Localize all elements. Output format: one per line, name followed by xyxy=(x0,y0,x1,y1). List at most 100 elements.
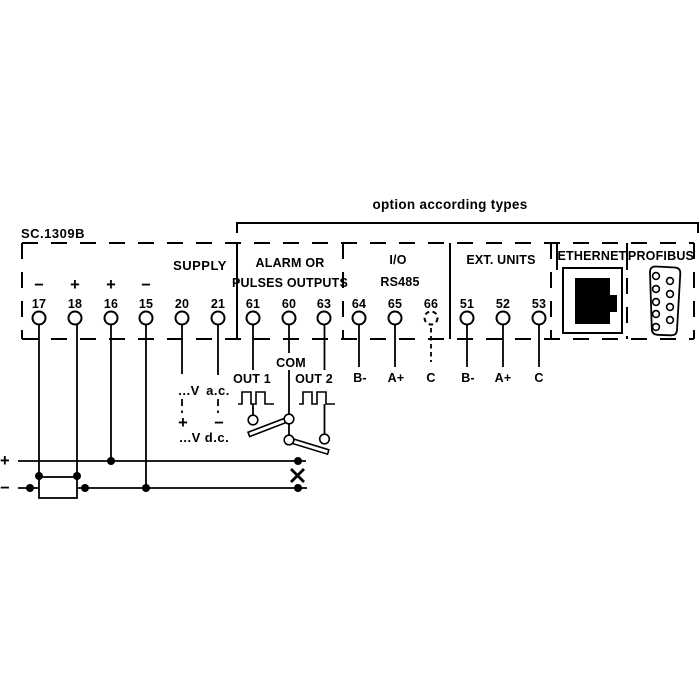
terminal-65-number: 65 xyxy=(388,297,402,311)
ext-bminus-label: B- xyxy=(461,371,475,385)
terminal-16-sign: + xyxy=(106,276,116,294)
terminal-15-sign: − xyxy=(141,276,151,294)
out1-label: OUT 1 xyxy=(233,372,271,386)
pulse-waveform-icon-out1 xyxy=(238,391,274,405)
terminal-51-number: 51 xyxy=(460,297,474,311)
rs485-c-label: C xyxy=(426,371,435,385)
option-bracket-line xyxy=(236,222,699,233)
terminal-63-circle xyxy=(316,310,332,326)
rj45-jack-icon xyxy=(575,278,617,324)
option-bracket-label: option according types xyxy=(372,197,527,212)
io-section-label-line2: RS485 xyxy=(380,275,419,289)
db9-pin-hole xyxy=(665,315,675,325)
supply-ac-type: a.c. xyxy=(206,383,230,398)
shunt-fuse-box xyxy=(38,476,78,499)
terminal-65-circle xyxy=(387,310,403,326)
supply-ac-volts: ...V xyxy=(178,383,200,398)
minus-bus-label: − xyxy=(0,479,10,497)
supply-dc-volts: ...V xyxy=(179,430,201,445)
terminal-17-circle xyxy=(31,310,47,326)
connection-dot-wire16-plus xyxy=(107,457,115,465)
rs485-aplus-label: A+ xyxy=(388,371,405,385)
supply-dc-plus-sign: + xyxy=(178,414,188,432)
wire-function-labels: OUT 1 COM OUT 2 B- A+ C B- A+ C xyxy=(233,356,543,386)
supply-voltage-note: ...V a.c. + − ...V d.c. xyxy=(178,383,230,445)
terminal-20-circle xyxy=(174,310,190,326)
terminal-63-number: 63 xyxy=(317,297,331,311)
terminal-16-circle xyxy=(103,310,119,326)
terminal-60-circle xyxy=(281,310,297,326)
terminal-53-circle xyxy=(531,310,547,326)
connection-dot-minus-right xyxy=(81,484,89,492)
connection-dot-minus-end xyxy=(294,484,302,492)
connection-dot-plus-end xyxy=(294,457,302,465)
terminal-21-number: 21 xyxy=(211,297,225,311)
x-mark-icon xyxy=(290,468,305,483)
enclosure-borders xyxy=(21,242,695,340)
terminal-64-number: 64 xyxy=(352,297,366,311)
terminal-numbers: 17 18 16 15 20 21 61 60 63 64 65 66 51 5… xyxy=(32,297,546,311)
dc-bus: + − xyxy=(0,452,307,499)
terminal-51-circle xyxy=(459,310,475,326)
relay-pivot-icon-2 xyxy=(283,434,295,446)
terminal-circles xyxy=(31,310,547,326)
terminal-21-circle xyxy=(210,310,226,326)
terminal-17-number: 17 xyxy=(32,297,46,311)
relay-contact-icon-out2 xyxy=(318,433,331,445)
ext-c-label: C xyxy=(534,371,543,385)
relay-contacts xyxy=(246,413,331,456)
relay-pivot-icon-1 xyxy=(283,413,295,425)
terminal-polarity-signs: − + + − xyxy=(34,276,151,294)
pulse-waveform-icon-out2 xyxy=(299,391,335,405)
ext-units-section-label: EXT. UNITS xyxy=(466,253,535,267)
ext-aplus-label: A+ xyxy=(495,371,512,385)
terminal-61-circle xyxy=(245,310,261,326)
db9-pin-hole xyxy=(651,297,661,307)
option-bracket: option according types xyxy=(236,197,699,233)
com-label: COM xyxy=(276,356,306,370)
db9-pin-hole xyxy=(651,322,661,332)
terminal-18-circle xyxy=(67,310,83,326)
terminal-66-number: 66 xyxy=(424,297,438,311)
connection-dot-wire15-minus xyxy=(142,484,150,492)
out2-label: OUT 2 xyxy=(295,372,333,386)
db9-pin-hole xyxy=(665,276,675,286)
relay-contact-icon-out1 xyxy=(247,414,259,426)
terminal-18-sign: + xyxy=(70,276,80,294)
connection-dot-shunt-left-sense xyxy=(35,472,43,480)
terminal-15-circle xyxy=(138,310,154,326)
db9-pin-hole xyxy=(651,271,661,281)
db9-pin-holes xyxy=(651,271,675,332)
supply-section-label: SUPPLY xyxy=(173,258,227,273)
terminal-64-circle xyxy=(351,310,367,326)
ethernet-connector xyxy=(562,267,623,334)
terminal-16-number: 16 xyxy=(104,297,118,311)
alarm-section-label-line1: ALARM OR xyxy=(256,256,325,270)
connection-dot-shunt-right-sense xyxy=(73,472,81,480)
wires xyxy=(38,324,540,488)
terminal-61-number: 61 xyxy=(246,297,260,311)
alarm-section-label-line2: PULSES OUTPUTS xyxy=(232,276,348,290)
terminal-66-circle-dashed xyxy=(423,310,439,326)
db9-pin-hole xyxy=(665,302,675,312)
terminal-52-circle xyxy=(495,310,511,326)
io-section-label-line1: I/O xyxy=(389,253,406,267)
pulse-waveforms xyxy=(238,391,335,405)
terminal-18-number: 18 xyxy=(68,297,82,311)
profibus-connector xyxy=(649,265,682,337)
terminal-52-number: 52 xyxy=(496,297,510,311)
profibus-section-label: PROFIBUS xyxy=(628,249,694,263)
db9-pin-hole xyxy=(651,309,661,319)
plus-bus-label: + xyxy=(0,452,10,470)
terminal-53-number: 53 xyxy=(532,297,546,311)
rs485-bminus-label: B- xyxy=(353,371,367,385)
terminal-15-number: 15 xyxy=(139,297,153,311)
device-model-label: SC.1309B xyxy=(21,226,85,241)
ethernet-section-label: ETHERNET xyxy=(558,249,627,263)
terminal-17-sign: − xyxy=(34,276,44,294)
db9-pin-hole xyxy=(665,289,675,299)
supply-dc-minus-sign: − xyxy=(214,414,224,432)
terminal-60-number: 60 xyxy=(282,297,296,311)
